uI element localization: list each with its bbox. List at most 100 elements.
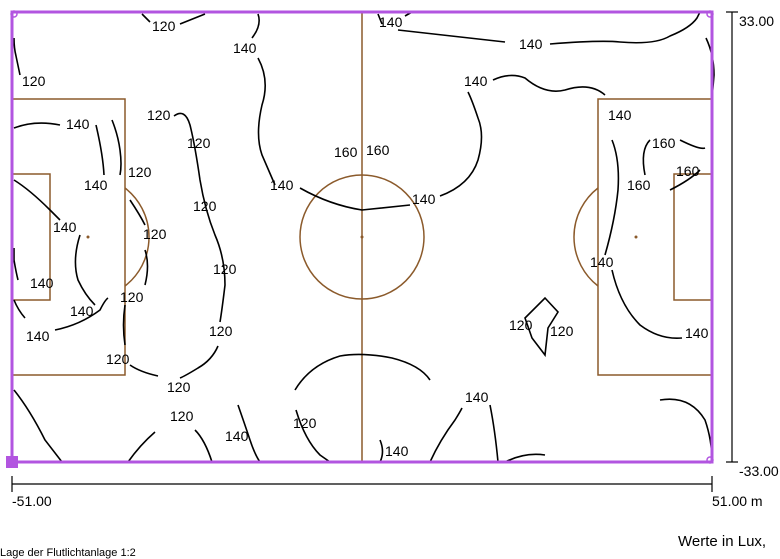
pitch-markings: [11, 12, 713, 462]
contour-line: [74, 234, 96, 306]
x-max-label: 51.00 m: [712, 493, 763, 509]
contour-line: [54, 297, 109, 331]
contour-line: [504, 453, 546, 463]
contour-line: [141, 13, 151, 23]
contour-line: [489, 404, 499, 463]
left-penalty-spot: [86, 235, 90, 239]
contour-line: [377, 13, 383, 25]
center-spot: [360, 235, 364, 239]
contour-label: 120: [106, 351, 130, 367]
contour-label: 140: [84, 177, 108, 193]
contour-line: [604, 139, 620, 256]
contour-line: [439, 91, 483, 197]
contour-line: [129, 199, 146, 226]
contour-label: 160: [366, 142, 390, 158]
vertical-dimension: 33.00 -33.00: [726, 11, 779, 479]
contour-line: [13, 179, 61, 221]
contour-line: [111, 119, 122, 176]
contour-line: [669, 169, 701, 191]
y-max-label: 33.00: [739, 13, 774, 29]
contour-label: 140: [70, 303, 94, 319]
contour-label: 120: [293, 415, 317, 431]
contour-label: 120: [193, 198, 217, 214]
contour-label: 120: [147, 107, 171, 123]
contour-label: 120: [170, 408, 194, 424]
contour-line: [295, 409, 331, 463]
contour-line: [299, 187, 411, 211]
contour-label: 120: [213, 261, 237, 277]
contour-label: 120: [167, 379, 191, 395]
corner-marker: [706, 456, 714, 464]
contour-label: 140: [590, 254, 614, 270]
contour-line: [13, 122, 61, 129]
isolux-contours: [13, 11, 715, 463]
contour-line: [13, 299, 26, 319]
contour-line: [524, 296, 560, 358]
contour-line: [294, 353, 431, 391]
contour-line: [379, 439, 384, 463]
contour-line: [95, 124, 105, 176]
contour-line: [13, 248, 19, 281]
contour-label: 140: [385, 443, 409, 459]
contour-label: 140: [412, 191, 436, 207]
contour-line: [13, 389, 63, 463]
footer-note: Lage der Flutlichtanlage 1:2: [0, 547, 136, 559]
contour-line: [13, 37, 21, 76]
contour-label: 140: [26, 328, 50, 344]
contour-line: [659, 398, 713, 463]
contour-line: [194, 429, 213, 463]
contour-labels: 120 140 140 140 120 140 120 120 140 140 …: [22, 14, 709, 459]
left-penalty-arc: [124, 187, 150, 287]
contour-label: 140: [608, 107, 632, 123]
contour-line: [173, 112, 226, 323]
contour-label: 140: [465, 389, 489, 405]
contour-label: 160: [334, 144, 358, 160]
contour-label: 120: [209, 323, 233, 339]
field-boundary: [10, 10, 714, 464]
units-note: Werte in Lux,: [678, 533, 767, 550]
horizontal-dimension: -51.00 51.00 m: [11, 476, 763, 509]
x-min-label: -51.00: [12, 493, 52, 509]
contour-line: [129, 364, 159, 377]
contour-line: [179, 345, 219, 379]
contour-line: [611, 269, 683, 340]
contour-label: 140: [685, 325, 709, 341]
contour-label: 140: [233, 40, 257, 56]
contour-line: [251, 13, 260, 39]
contour-line: [179, 13, 206, 25]
right-goal-area: [673, 173, 713, 301]
contour-label: 120: [143, 226, 167, 242]
contour-label: 120: [187, 135, 211, 151]
contour-label: 120: [120, 289, 144, 305]
origin-marker: [6, 456, 18, 468]
contour-label: 120: [152, 18, 176, 34]
contour-line: [127, 431, 156, 463]
contour-line: [144, 249, 149, 286]
contour-label: 160: [652, 135, 676, 151]
contour-label: 140: [30, 275, 54, 291]
contour-line: [429, 407, 463, 463]
contour-line: [679, 139, 706, 150]
contour-label: 120: [128, 164, 152, 180]
contour-label: 140: [225, 428, 249, 444]
contour-label: 160: [676, 163, 700, 179]
contour-label: 140: [66, 116, 90, 132]
contour-label: 160: [627, 177, 651, 193]
contour-label: 120: [22, 73, 46, 89]
contour-line: [122, 304, 126, 346]
contour-line: [549, 11, 701, 45]
contour-label: 120: [550, 323, 574, 339]
contour-line: [642, 139, 651, 176]
contour-line: [257, 57, 276, 186]
contour-label: 140: [270, 177, 294, 193]
center-circle: [299, 174, 425, 300]
corner-marker: [10, 10, 18, 18]
right-penalty-arc: [573, 187, 599, 287]
y-min-label: -33.00: [739, 463, 779, 479]
contour-label: 140: [53, 219, 77, 235]
contour-label: 120: [509, 317, 533, 333]
corner-marker: [706, 10, 714, 18]
contour-line: [492, 74, 606, 96]
contour-line: [397, 29, 506, 43]
